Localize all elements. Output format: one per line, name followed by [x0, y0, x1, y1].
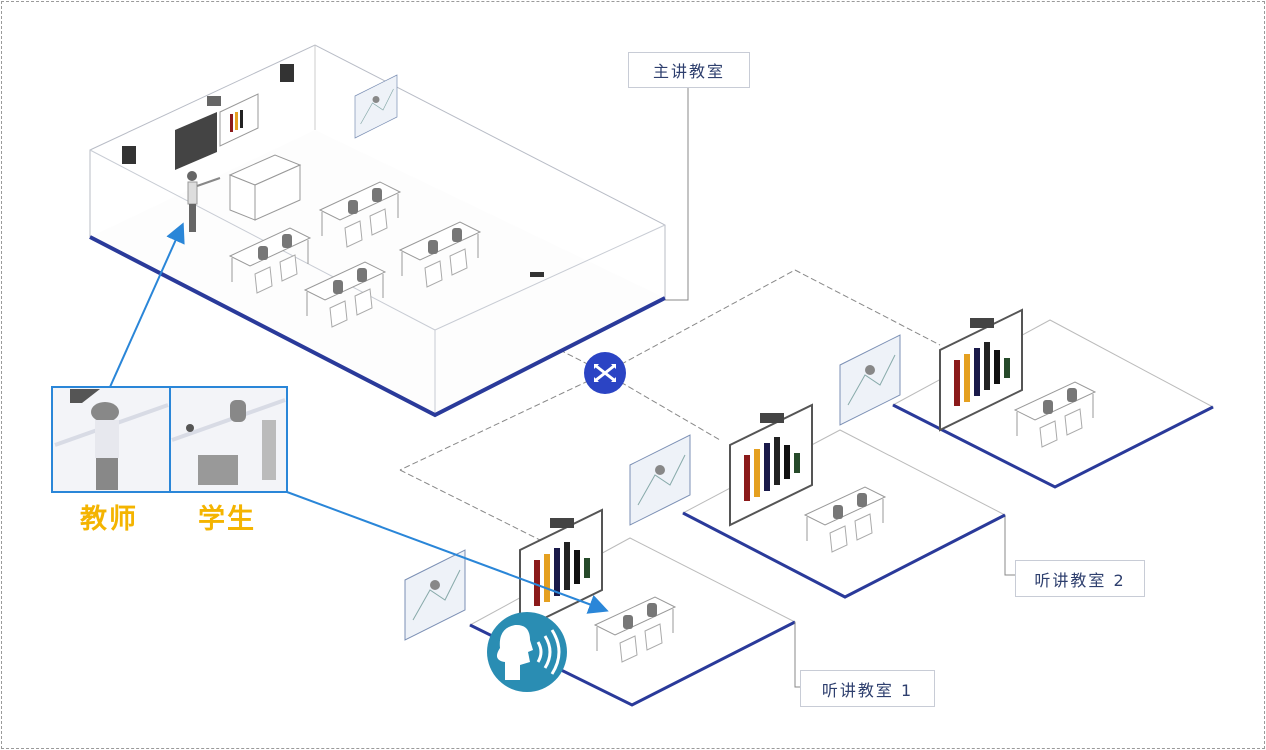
voice-speaking-icon: [487, 612, 567, 692]
listening-classroom-middle: [629, 404, 1007, 599]
teacher-label: 教师: [80, 504, 138, 535]
teacher-inset: [51, 386, 171, 493]
student-arrow: [286, 491, 609, 614]
main-classroom: [89, 44, 666, 418]
listening-classroom-2: [839, 309, 1215, 489]
network-switch-icon: [584, 352, 626, 394]
network-links: [399, 269, 941, 551]
teacher-figure: [187, 171, 221, 232]
student-inset: [169, 386, 288, 493]
main-classroom-label: 主讲教室: [628, 52, 750, 88]
listening-classroom-1-label: 听讲教室 1: [800, 670, 935, 707]
teacher-arrow: [109, 222, 185, 388]
student-label: 学生: [198, 504, 256, 535]
listening-classroom-2-label: 听讲教室 2: [1015, 560, 1145, 597]
